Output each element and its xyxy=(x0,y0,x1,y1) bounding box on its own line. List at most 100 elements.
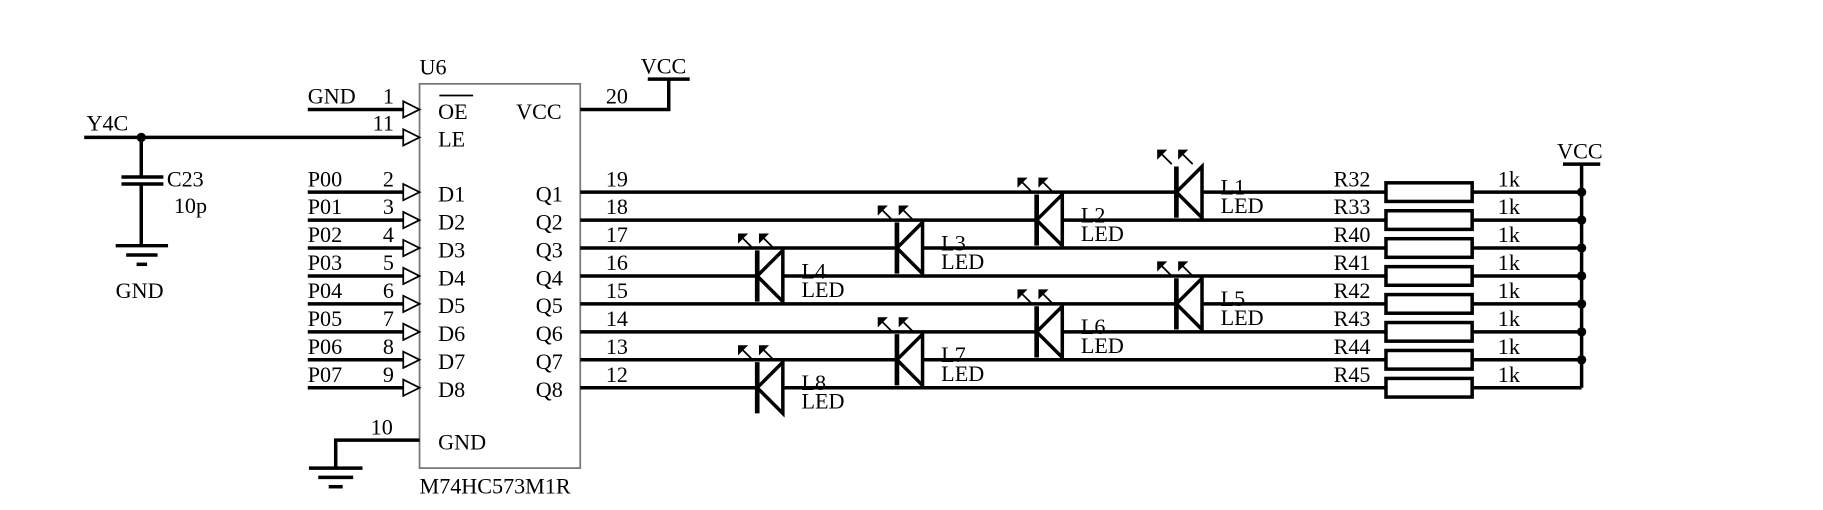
pin-arrow xyxy=(402,266,422,286)
resistor-body xyxy=(1384,209,1474,232)
resistor-ref: R43 xyxy=(1334,306,1371,331)
resistor-value: 1k xyxy=(1498,250,1521,275)
chip-body xyxy=(418,82,582,469)
resistor-value: 1k xyxy=(1498,194,1521,219)
resistor-value: 1k xyxy=(1498,222,1521,247)
pin-name: D2 xyxy=(438,209,465,234)
pin-name: Q8 xyxy=(536,377,563,402)
resistor-ref: R32 xyxy=(1334,166,1371,191)
resistor-ref: R41 xyxy=(1334,250,1371,275)
light-emission-arrows-icon xyxy=(1017,177,1054,193)
pin-arrow xyxy=(402,127,422,147)
capacitor-value: 10p xyxy=(174,193,207,218)
led-ref: L5 xyxy=(1221,286,1246,311)
light-emission-arrows-icon xyxy=(1157,261,1194,277)
resistor-ref: R44 xyxy=(1334,334,1371,359)
led-type: LED xyxy=(1081,221,1124,246)
le-pin-name: LE xyxy=(438,127,465,152)
net-label: P07 xyxy=(308,362,342,387)
led-ref: L7 xyxy=(941,342,966,367)
led-triangle xyxy=(894,218,925,278)
pin-name: Q1 xyxy=(536,181,563,206)
led-ref: L8 xyxy=(801,370,826,395)
pin-arrow xyxy=(402,294,422,314)
pin-name: D4 xyxy=(438,265,465,290)
junction-dot xyxy=(1576,243,1587,253)
net-label: P03 xyxy=(308,250,342,275)
led-triangle xyxy=(754,357,785,418)
pin-number: 14 xyxy=(606,306,628,331)
pin-name: Q3 xyxy=(536,237,563,262)
ground-icon xyxy=(308,466,363,489)
junction-dot xyxy=(1576,355,1587,365)
resistor-value: 1k xyxy=(1498,278,1521,303)
pin-number: 15 xyxy=(606,278,628,303)
light-emission-arrows-icon xyxy=(877,205,914,221)
pin-number: 2 xyxy=(383,166,394,191)
input-pin-d4: P03 5D4 xyxy=(308,250,465,290)
led-type: LED xyxy=(801,389,844,414)
led-type: LED xyxy=(1221,193,1264,218)
capacitor-ref: C23 xyxy=(167,166,204,191)
pin-number: 3 xyxy=(383,194,394,219)
net-label: P06 xyxy=(308,334,342,359)
pin-number: 4 xyxy=(383,222,394,247)
resistor-body xyxy=(1384,292,1474,315)
resistor-r41: R41 1k xyxy=(1334,250,1582,288)
junction-dot xyxy=(1576,215,1587,225)
gnd-pin-name: GND xyxy=(438,429,486,454)
ground-icon xyxy=(115,243,169,267)
resistor-r45: R45 1k xyxy=(1334,362,1582,399)
led-triangle xyxy=(1034,302,1065,362)
oe-pin-name: OE xyxy=(438,99,467,124)
led-type: LED xyxy=(801,277,844,302)
pin-arrow xyxy=(402,182,422,202)
pin-arrow xyxy=(402,322,422,342)
light-emission-arrows-icon xyxy=(877,317,914,333)
led-ref: L3 xyxy=(941,230,966,255)
pin-name: Q2 xyxy=(536,209,563,234)
junction-dot xyxy=(1576,299,1587,309)
vcc-pin-number: 20 xyxy=(606,84,628,109)
resistor-value: 1k xyxy=(1498,166,1521,191)
pin-name: D7 xyxy=(438,349,465,374)
chip-ref: U6 xyxy=(420,55,447,80)
pin-name: Q5 xyxy=(536,293,563,318)
vcc-net-label: VCC xyxy=(641,53,686,78)
resistor-value: 1k xyxy=(1498,362,1521,387)
pin-number: 5 xyxy=(383,250,394,275)
led-type: LED xyxy=(1081,333,1124,358)
resistor-body xyxy=(1384,320,1474,343)
led-type: LED xyxy=(941,361,984,386)
resistor-ref: R45 xyxy=(1334,362,1371,387)
net-label: P00 xyxy=(308,166,342,191)
led-triangle xyxy=(1173,162,1204,222)
pin-arrow xyxy=(402,378,422,398)
pin-number: 19 xyxy=(606,166,628,191)
pin-name: D1 xyxy=(438,181,465,206)
led-triangle xyxy=(1173,274,1204,334)
chip-u6: U6 M74HC573M1R GND 1 OE Y4C 11 LE VCC 20… xyxy=(84,53,690,499)
pin-number: 8 xyxy=(383,334,394,359)
pin-arrow xyxy=(402,350,422,370)
led-ref: L6 xyxy=(1081,314,1106,339)
led-triangle xyxy=(1034,190,1065,250)
pin-arrow xyxy=(402,210,422,230)
pin-number: 18 xyxy=(606,194,628,219)
pin-name: D6 xyxy=(438,321,465,346)
